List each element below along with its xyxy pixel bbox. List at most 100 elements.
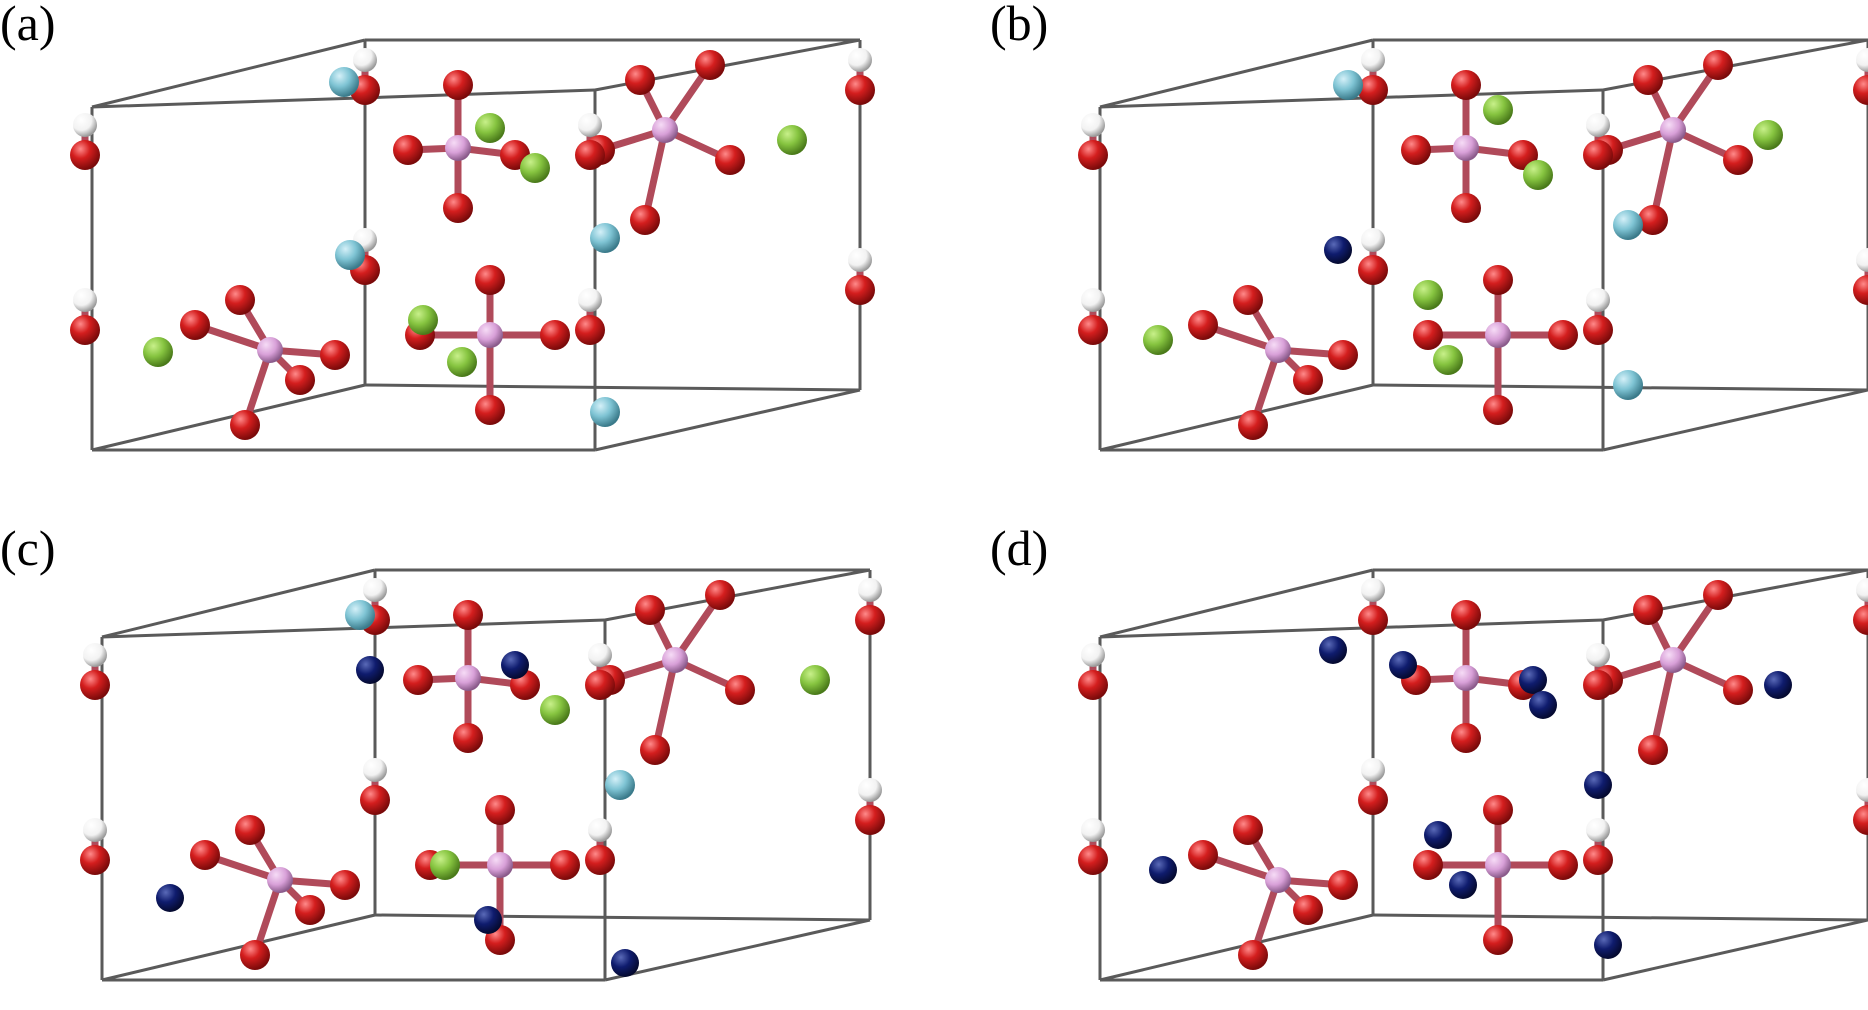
oxygen-atom <box>1483 925 1513 955</box>
hydrogen-atom <box>858 578 882 602</box>
oxygen-atom <box>845 275 875 305</box>
oxygen-atom <box>1293 895 1323 925</box>
hydrogen-atom <box>1586 288 1610 312</box>
oxygen-atom <box>1233 285 1263 315</box>
oxygen-atom <box>1451 70 1481 100</box>
cell-edge <box>91 383 366 452</box>
atom-spheres <box>1078 578 1868 970</box>
cyan-atom <box>335 240 365 270</box>
phosphorus-atom <box>487 852 513 878</box>
bonds <box>91 586 874 959</box>
oxygen-atom <box>575 140 605 170</box>
green-atom <box>1483 95 1513 125</box>
navy-atom <box>1424 821 1452 849</box>
oxygen-atom <box>225 285 255 315</box>
navy-atom <box>1389 651 1417 679</box>
oxygen-atom <box>1853 275 1868 305</box>
cell-edge <box>374 913 871 922</box>
unit-cell-a <box>90 38 862 452</box>
oxygen-atom <box>725 675 755 705</box>
cyan-atom <box>1613 370 1643 400</box>
cyan-atom <box>329 67 359 97</box>
cell-edge <box>604 918 871 982</box>
oxygen-atom <box>540 320 570 350</box>
hydrogen-atom <box>1361 758 1385 782</box>
navy-atom <box>1149 856 1177 884</box>
oxygen-atom <box>180 310 210 340</box>
oxygen-atom <box>1583 315 1613 345</box>
oxygen-atom <box>453 600 483 630</box>
atoms-d <box>1078 578 1868 970</box>
hydrogen-atom <box>1856 248 1868 272</box>
oxygen-atom <box>235 815 265 845</box>
green-atom <box>1753 120 1783 150</box>
oxygen-atom <box>1078 670 1108 700</box>
phosphorus-atom <box>652 117 678 143</box>
phosphorus-atom <box>1265 337 1291 363</box>
oxygen-atom <box>715 145 745 175</box>
oxygen-atom <box>585 670 615 700</box>
oxygen-atom <box>475 265 505 295</box>
oxygen-atom <box>705 580 735 610</box>
cyan-atom <box>1613 210 1643 240</box>
cell-edge <box>101 568 376 639</box>
cyan-atom <box>590 397 620 427</box>
oxygen-atom <box>1413 320 1443 350</box>
green-atom <box>430 850 460 880</box>
cyan-atom <box>1333 70 1363 100</box>
hydrogen-atom <box>1081 818 1105 842</box>
oxygen-atom <box>70 315 100 345</box>
navy-atom <box>1764 671 1792 699</box>
green-atom <box>1433 345 1463 375</box>
oxygen-atom <box>1328 340 1358 370</box>
oxygen-atom <box>1233 815 1263 845</box>
navy-atom <box>1449 871 1477 899</box>
oxygen-atom <box>1188 310 1218 340</box>
oxygen-atom <box>625 65 655 95</box>
oxygen-atom <box>855 605 885 635</box>
hydrogen-atom <box>1361 228 1385 252</box>
panel-label-b: (b) <box>990 0 1048 51</box>
hydrogen-atom <box>1856 578 1868 602</box>
green-atom <box>408 305 438 335</box>
oxygen-atom <box>1401 135 1431 165</box>
hydrogen-atom <box>578 288 602 312</box>
hydrogen-atom <box>363 578 387 602</box>
panel-label-a: (a) <box>0 0 56 51</box>
oxygen-atom <box>1583 670 1613 700</box>
hydrogen-atom <box>83 643 107 667</box>
oxygen-atom <box>230 410 260 440</box>
panel-a: (a) <box>0 0 875 452</box>
oxygen-atom <box>1703 580 1733 610</box>
hydrogen-atom <box>1586 113 1610 137</box>
atom-spheres <box>80 578 885 977</box>
oxygen-atom <box>485 795 515 825</box>
oxygen-atom <box>1358 605 1388 635</box>
phosphorus-atom <box>1485 852 1511 878</box>
green-atom <box>540 695 570 725</box>
oxygen-atom <box>1723 145 1753 175</box>
oxygen-atom <box>550 850 580 880</box>
oxygen-atom <box>1451 600 1481 630</box>
oxygen-atom <box>1078 315 1108 345</box>
oxygen-atom <box>845 75 875 105</box>
cell-edge <box>91 88 596 109</box>
oxygen-atom <box>1703 50 1733 80</box>
phosphorus-atom <box>1453 135 1479 161</box>
oxygen-atom <box>295 895 325 925</box>
hydrogen-atom <box>1856 778 1868 802</box>
bonds <box>1089 56 1868 429</box>
cell-edge <box>1602 388 1868 452</box>
navy-atom <box>501 651 529 679</box>
cyan-atom <box>605 770 635 800</box>
phosphorus-atom <box>662 647 688 673</box>
cell-edge <box>1099 38 1374 109</box>
oxygen-atom <box>1293 365 1323 395</box>
navy-atom <box>474 906 502 934</box>
cyan-atom <box>590 223 620 253</box>
oxygen-atom <box>403 665 433 695</box>
navy-atom <box>1324 236 1352 264</box>
oxygen-atom <box>240 940 270 970</box>
phosphorus-atom <box>1265 867 1291 893</box>
oxygen-atom <box>1483 265 1513 295</box>
